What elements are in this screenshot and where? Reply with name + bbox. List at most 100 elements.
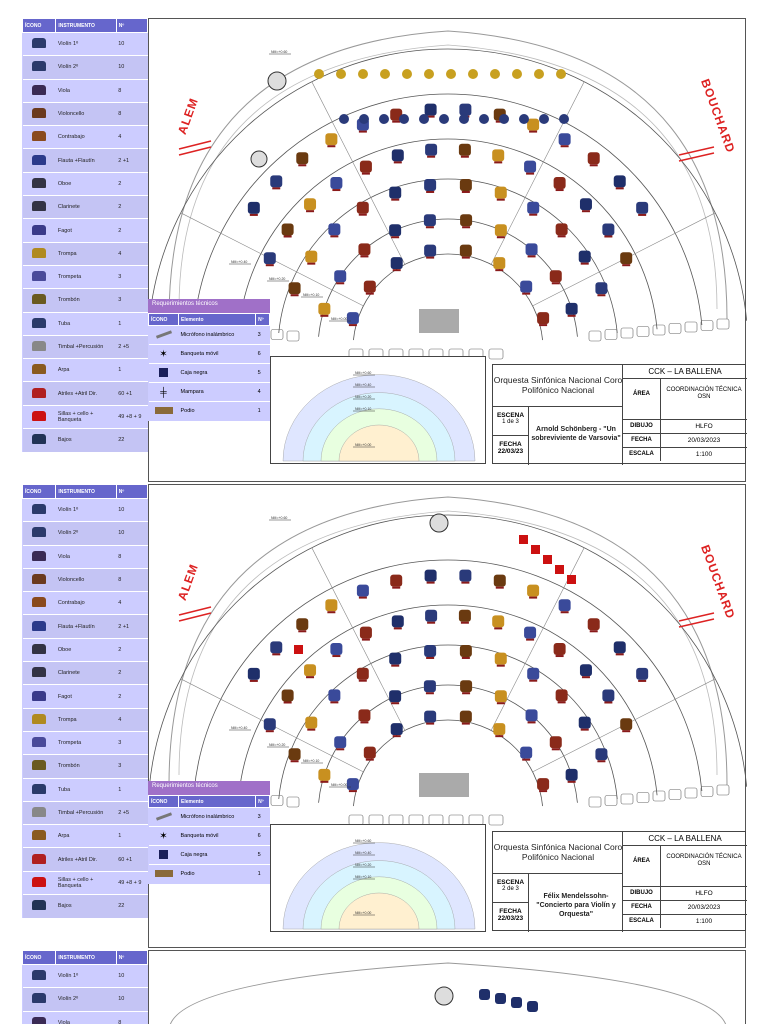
music-stand xyxy=(615,187,624,190)
music-stand xyxy=(392,735,401,738)
musician-seat xyxy=(527,118,540,131)
music-stand xyxy=(358,213,367,216)
level-label: NM=+0.40 xyxy=(355,851,371,855)
podium xyxy=(419,773,469,797)
legend-row: Contrabajo 4 xyxy=(22,125,148,149)
instrument-count: 8 xyxy=(116,544,148,569)
venue-name: CCK – LA BALLENA xyxy=(623,832,747,846)
tech-row: ✶ Banqueta móvil 6 xyxy=(148,826,270,846)
musician-seat xyxy=(423,680,436,693)
musician-seat xyxy=(356,584,369,597)
music-stand xyxy=(638,679,647,682)
instrument-count: 8 xyxy=(116,1010,148,1024)
legend-header-instrument: INSTRUMENTO xyxy=(55,18,117,33)
instrument-name: Arpa xyxy=(55,358,117,382)
musician-seat xyxy=(423,214,436,227)
tech-element-name: Podio xyxy=(178,864,256,884)
tech-row: ╪ Mampara 4 xyxy=(148,382,270,402)
tech-element-name: Banqueta móvil xyxy=(178,826,256,846)
music-stand xyxy=(622,730,631,733)
instrument-count: 2 +1 xyxy=(116,614,148,639)
riser-arc xyxy=(238,604,658,796)
music-stand xyxy=(496,664,505,667)
music-stand xyxy=(526,172,535,175)
musician-seat xyxy=(334,736,347,749)
audience-seat xyxy=(684,787,698,799)
audience-seat xyxy=(488,348,504,360)
musician-seat xyxy=(587,152,600,165)
music-stand xyxy=(555,655,564,658)
instrument-name: Violín 2º xyxy=(55,521,117,546)
instrument-name: Atriles +Atril Dir. xyxy=(55,381,117,406)
music-stand xyxy=(539,324,548,327)
riser-arc xyxy=(238,138,658,330)
legend-row: Violín 1º 10 xyxy=(22,31,148,56)
legend-row: Viola 8 xyxy=(22,78,148,103)
instrument-name: Tuba xyxy=(55,777,117,802)
musician-seat xyxy=(555,689,568,702)
music-stand-icon xyxy=(32,853,47,864)
tech-header-icon: ÍCONO xyxy=(148,795,179,808)
music-stand xyxy=(638,213,647,216)
musician-seat xyxy=(525,709,538,722)
instrument-count: 8 xyxy=(116,101,148,126)
audience-seat xyxy=(700,320,714,331)
empty-chair xyxy=(519,535,528,544)
music-stand xyxy=(391,702,400,705)
music-stand xyxy=(567,780,576,783)
tuba-player-icon xyxy=(32,317,47,328)
musician-seat xyxy=(334,270,347,283)
traffic-arrow xyxy=(178,612,212,622)
choir-singer xyxy=(559,114,569,124)
musician-seat xyxy=(520,746,533,759)
musician-seat xyxy=(358,243,371,256)
musician-seat xyxy=(558,599,571,612)
level-label: NM=+0.10 xyxy=(303,293,319,297)
instrument-name: Flauta +Flautín xyxy=(55,148,117,173)
music-stand xyxy=(589,164,598,167)
musician-seat xyxy=(305,716,318,729)
cello-player-icon xyxy=(32,574,47,585)
legend-header-count: Nº xyxy=(115,484,149,499)
title-block: Orquesta Sinfónica Nacional Coro Polifón… xyxy=(492,364,747,465)
audience-seat xyxy=(588,796,602,808)
choir-singer xyxy=(339,114,349,124)
legend-row: Trompa 4 xyxy=(22,241,148,266)
music-stand xyxy=(426,722,435,725)
music-stand xyxy=(560,145,569,148)
audience-seat xyxy=(668,789,682,800)
level-band xyxy=(338,424,420,462)
legend-row: Arpa 1 xyxy=(22,358,148,382)
audience-seat xyxy=(588,330,602,342)
violin-player-icon xyxy=(32,993,47,1004)
instrument-name: Oboe xyxy=(55,637,117,662)
instrument-count: 10 xyxy=(116,55,148,80)
riser-arc xyxy=(193,93,703,326)
legend-row: Violín 1º 10 xyxy=(22,963,148,988)
tech-row: Podio 1 xyxy=(148,401,270,421)
musician-seat xyxy=(356,667,369,680)
instrument-legend: ÍCONO INSTRUMENTO Nº Violín 1º 10 Violín… xyxy=(21,484,149,918)
instrument-name: Contrabajo xyxy=(55,125,117,149)
instrument-count: 10 xyxy=(116,963,148,988)
instrument-name: Flauta +Flautín xyxy=(55,614,117,639)
music-stand xyxy=(358,130,367,133)
timpani-icon xyxy=(32,807,47,817)
musician-seat xyxy=(296,618,309,631)
music-stand xyxy=(332,655,341,658)
musician-seat xyxy=(492,149,505,162)
technical-requirements: Requerimientos técnicos ÍCONO Elemento N… xyxy=(148,299,270,421)
organization-name: Orquesta Sinfónica Nacional Coro Polifón… xyxy=(493,832,623,874)
audience-seat xyxy=(684,321,698,333)
legend-header-instrument: INSTRUMENTO xyxy=(55,950,117,965)
musician-seat xyxy=(424,569,437,582)
instrument-count: 1 xyxy=(116,311,148,336)
choir-singer xyxy=(424,69,434,79)
music-stand xyxy=(348,790,357,793)
level-label: NM=+0.40 xyxy=(355,383,371,387)
stage-plan-sheet-2: ÍCONO INSTRUMENTO Nº Violín 1º 10 Violín… xyxy=(0,484,768,954)
instrument-name: Sillas + cello + Banqueta xyxy=(55,404,117,429)
legend-row: Violoncello 8 xyxy=(22,567,148,592)
